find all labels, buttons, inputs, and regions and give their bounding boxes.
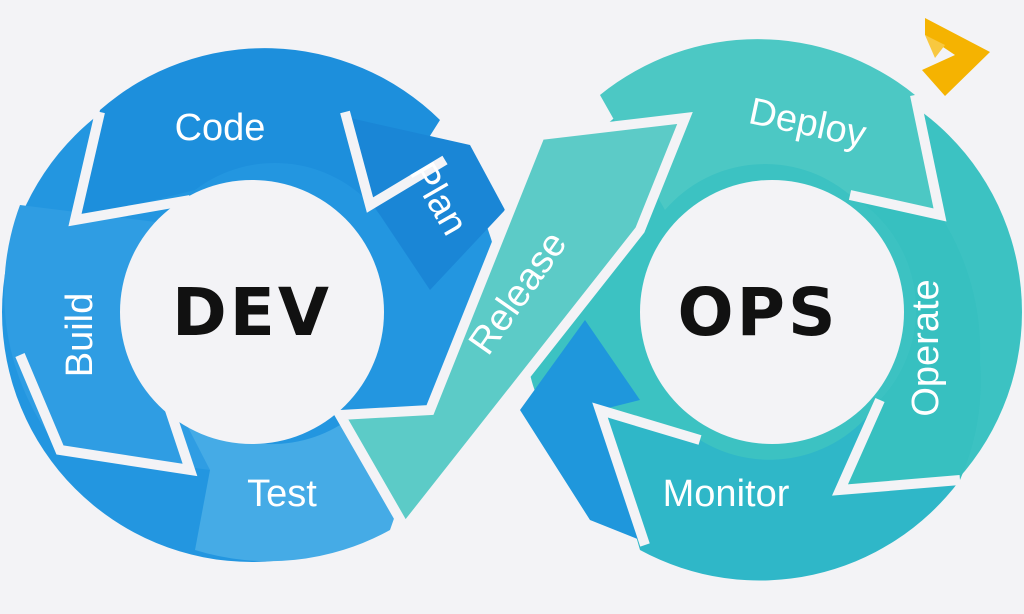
chevron-arrow-logo-icon	[922, 18, 990, 96]
plan-segment	[350, 118, 505, 290]
stage-label-build: Build	[59, 293, 101, 378]
code-segment	[75, 48, 440, 220]
stage-label-code: Code	[175, 107, 266, 149]
deploy-segment	[600, 39, 940, 216]
monitor-arrow-tail	[520, 320, 640, 540]
stage-label-operate: Operate	[905, 279, 947, 416]
monitor-segment	[600, 400, 960, 581]
ops-inner-hole	[640, 180, 904, 444]
dev-core-label: DEV	[172, 274, 332, 351]
ops-core-label: OPS	[677, 274, 838, 351]
ops-separators	[592, 93, 961, 547]
release-segment	[331, 112, 693, 537]
dev-separators	[15, 110, 448, 477]
dev-inner-hole	[120, 180, 384, 444]
stage-label-monitor: Monitor	[663, 473, 790, 515]
dev-loop	[2, 48, 505, 562]
stage-label-test: Test	[247, 473, 317, 515]
